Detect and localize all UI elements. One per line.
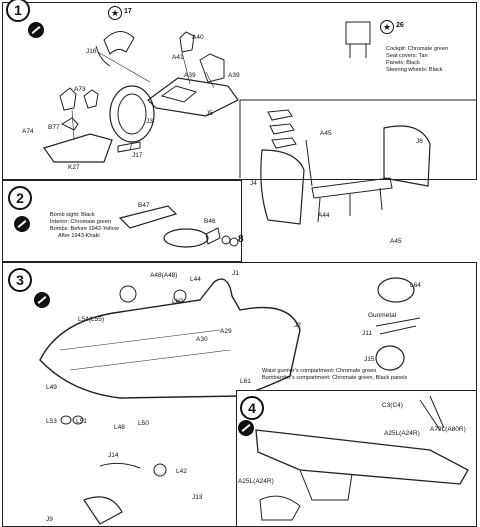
part-label: L42 bbox=[176, 468, 187, 475]
part-label: A40 bbox=[192, 34, 204, 41]
step-2-panel bbox=[2, 180, 242, 262]
part-label: L50 bbox=[138, 420, 149, 427]
part-label: J11 bbox=[362, 330, 372, 337]
part-label: J4 bbox=[250, 180, 257, 187]
part-label: A79L(A80R) bbox=[430, 426, 466, 433]
paint-note: Bomb sight: Black Interior: Chromate gre… bbox=[50, 212, 119, 239]
glue-icon bbox=[14, 216, 30, 232]
glue-icon bbox=[28, 22, 44, 38]
step-1-number: 1 bbox=[6, 0, 30, 22]
part-label: A30 bbox=[196, 336, 208, 343]
part-label: J17 bbox=[132, 152, 143, 159]
part-label: B77 bbox=[48, 124, 60, 131]
decal-star-icon: ★ bbox=[380, 20, 394, 34]
paint-note: Cockpit: Chromate green Seat covers: Tan… bbox=[386, 46, 449, 73]
part-label: A48(A48) bbox=[150, 272, 178, 279]
part-label: A29 bbox=[220, 328, 232, 335]
part-label: A39 bbox=[184, 72, 196, 79]
part-label: J13 bbox=[192, 494, 203, 501]
step-4-number: 4 bbox=[240, 396, 264, 420]
part-label: B46 bbox=[204, 218, 216, 225]
part-label: A45 bbox=[320, 130, 332, 137]
part-label: L49 bbox=[46, 384, 57, 391]
part-label: L48 bbox=[114, 424, 125, 431]
part-label: L64 bbox=[410, 282, 421, 289]
part-label: A73 bbox=[74, 86, 86, 93]
part-label: L53 bbox=[46, 418, 57, 425]
decal-number: 26 bbox=[396, 22, 404, 29]
decal-star-icon: ★ bbox=[108, 6, 122, 20]
part-label: L51 bbox=[76, 418, 87, 425]
part-label: A74 bbox=[22, 128, 34, 135]
part-label: J14 bbox=[108, 452, 119, 459]
part-label: A39 bbox=[228, 72, 240, 79]
quantity: 8 bbox=[238, 234, 244, 245]
part-label: J16 bbox=[86, 48, 97, 55]
part-label: A25L(A24R) bbox=[238, 478, 274, 485]
part-label: A45 bbox=[390, 238, 402, 245]
part-label: A41 bbox=[172, 54, 184, 61]
part-label: J1 bbox=[232, 270, 239, 277]
part-label: A44 bbox=[318, 212, 330, 219]
part-label: J6 bbox=[416, 138, 423, 145]
decal-number: 17 bbox=[124, 8, 132, 15]
part-label: J15 bbox=[364, 356, 375, 363]
part-label: K27 bbox=[68, 164, 80, 171]
glue-icon bbox=[34, 292, 50, 308]
part-label: L61 bbox=[240, 378, 251, 385]
step-2-number: 2 bbox=[8, 186, 32, 210]
paint-note: Waist gunner's compartment: Chromate gre… bbox=[262, 368, 408, 381]
part-label: J9 bbox=[46, 516, 53, 523]
part-label: A25L(A24R) bbox=[384, 430, 420, 437]
part-label: C3(C4) bbox=[382, 402, 403, 409]
step-3-number: 3 bbox=[8, 268, 32, 292]
part-label: L60 bbox=[172, 298, 183, 305]
part-label: L44 bbox=[190, 276, 201, 283]
part-label: J2 bbox=[294, 322, 301, 329]
part-label: B47 bbox=[138, 202, 150, 209]
gunmetal-label: Gunmetal bbox=[368, 312, 397, 319]
part-label: J5 bbox=[206, 110, 213, 117]
part-label: J3 bbox=[146, 118, 153, 125]
part-label: L54(L55) bbox=[78, 316, 105, 323]
glue-icon bbox=[238, 420, 254, 436]
